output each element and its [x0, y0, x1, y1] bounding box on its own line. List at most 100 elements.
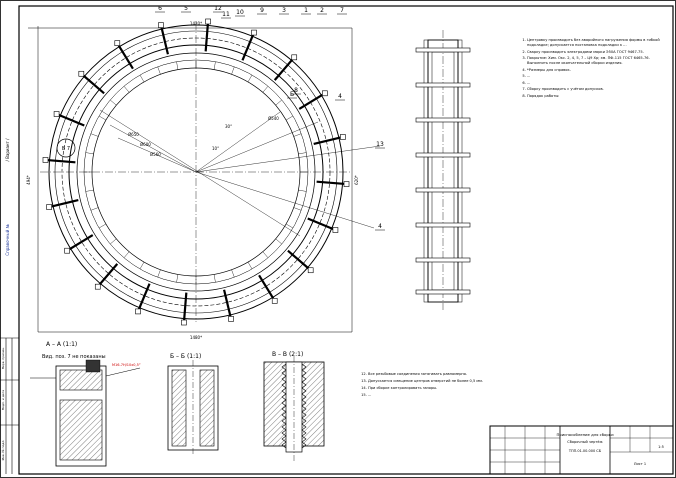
side-view — [423, 30, 463, 310]
radial-mark — [123, 86, 130, 93]
radial-mark — [213, 274, 216, 283]
note2-item: Все резьбовые соединения затягивать равн… — [368, 372, 510, 377]
title-subtitle: Сборочный чертёж — [567, 440, 603, 444]
stamp-ref: Справочный № — [5, 224, 10, 255]
radial-mark — [285, 115, 294, 121]
bolt — [241, 32, 256, 61]
note-item: ... — [527, 81, 667, 86]
balloon-label: 4 — [338, 93, 342, 100]
radial-mark — [262, 86, 269, 93]
balloon-label: 13 — [376, 141, 384, 148]
side-bolt — [415, 222, 471, 228]
bolt — [273, 56, 296, 81]
bolt — [116, 42, 134, 70]
bolt-head — [114, 40, 121, 46]
balloon-label: 8 — [294, 87, 298, 94]
note2-item: Допускается смещение центров отверстий н… — [368, 379, 510, 384]
balloon-label: 12 — [214, 5, 222, 12]
bolt-head — [340, 134, 346, 140]
balloon-label: 4 — [378, 223, 382, 230]
bolt — [45, 158, 76, 164]
radial-mark — [298, 189, 307, 192]
bolt — [48, 199, 79, 209]
balloon-label: 11 — [222, 11, 230, 18]
bolt — [182, 292, 188, 323]
note-item: Сварку производить электродами марки Э50… — [527, 50, 667, 55]
bolt — [258, 274, 276, 302]
dim-height: 494* — [26, 175, 31, 185]
balloon-label: 7 — [340, 7, 344, 14]
main-view — [28, 22, 353, 333]
radial-mark — [293, 133, 302, 137]
title-scale: 1:5 — [658, 445, 664, 449]
technical-notes: Центровку производить без аварийного наг… — [517, 38, 667, 390]
note-item: Сборку производить с учётом допусков. — [527, 87, 667, 92]
stamp-perv: Перв. примен. — [1, 347, 5, 370]
left-stamp: Справочный № / Вариант / Инв. № подл. По… — [0, 138, 19, 474]
radial-mark — [298, 152, 307, 155]
radial-mark — [85, 152, 94, 155]
note-item: Центровку производить без аварийного наг… — [527, 38, 667, 48]
radial-mark — [275, 238, 282, 245]
radial-mark — [293, 207, 302, 211]
section-bb: Б – Б (1:1) — [167, 353, 219, 456]
radial-mark — [176, 61, 179, 70]
radial-mark — [90, 207, 99, 211]
stamp-inv: Инв. № подл. — [1, 440, 5, 461]
note2-item: ... — [368, 393, 510, 398]
side-bolt — [415, 187, 471, 193]
detail-b7-label: Б 7 — [62, 146, 70, 152]
bolt-head — [46, 204, 52, 210]
bolt — [313, 135, 344, 145]
side-bolts — [415, 47, 471, 295]
radial-mark — [110, 238, 117, 245]
bolt-head — [53, 111, 60, 117]
bolt-head — [94, 283, 101, 290]
radial-mark — [98, 115, 107, 121]
bolt-head — [271, 298, 278, 304]
section-bb-title: Б – Б (1:1) — [170, 353, 201, 360]
dim-angle-30: 30° — [225, 124, 232, 129]
detail-circle-b7 — [56, 138, 76, 158]
bolt-head — [322, 90, 328, 97]
radial-mark — [247, 74, 253, 83]
bolt — [159, 24, 169, 55]
bolt-head — [205, 18, 211, 25]
bolt-head — [307, 267, 314, 274]
side-bolt — [415, 117, 471, 123]
radial-mark — [231, 66, 235, 75]
radial-mark — [85, 189, 94, 192]
stamp-sign: Подп. и дата — [1, 390, 5, 411]
radial-mark — [285, 223, 294, 229]
radial-mark — [262, 251, 269, 258]
dim-d560: Ø560 — [150, 152, 161, 157]
radial-mark — [123, 251, 130, 258]
section-aa: А – А (1:1) Вид. поз. 7 не показаны М16-… — [30, 341, 141, 467]
balloon-label: 2 — [320, 7, 324, 14]
side-bolt — [415, 289, 471, 295]
balloon-label: 5 — [184, 5, 188, 12]
section-vv: В – В (2:1) — [263, 351, 325, 462]
note-item: Покрытие: Хим. Окс. 2, 4, 5, 7 – Ц9 Хр; … — [527, 56, 667, 66]
stamp-variant: / Вариант / — [5, 138, 10, 162]
note-item: *Размеры для справок. — [527, 68, 667, 73]
radial-mark — [247, 261, 253, 270]
bolt-head — [332, 227, 339, 233]
radial-mark — [157, 66, 161, 75]
side-bolt — [415, 47, 471, 53]
radial-mark — [98, 223, 107, 229]
bolt — [66, 234, 94, 252]
balloon-label: 1 — [304, 7, 308, 14]
side-bolt — [415, 257, 471, 263]
note2-item: При сборке контролировать зазоры. — [368, 386, 510, 391]
bolt — [80, 72, 105, 95]
radial-mark — [213, 61, 216, 70]
balloon-label: 10 — [236, 9, 244, 16]
dim-width-top: 1420* — [190, 21, 202, 26]
balloon-label: 3 — [282, 7, 286, 14]
bolt-head — [78, 70, 85, 77]
radial-mark — [110, 99, 117, 106]
radial-mark — [157, 269, 161, 278]
title-code: ТПП.01.00.000 СБ — [568, 449, 602, 453]
